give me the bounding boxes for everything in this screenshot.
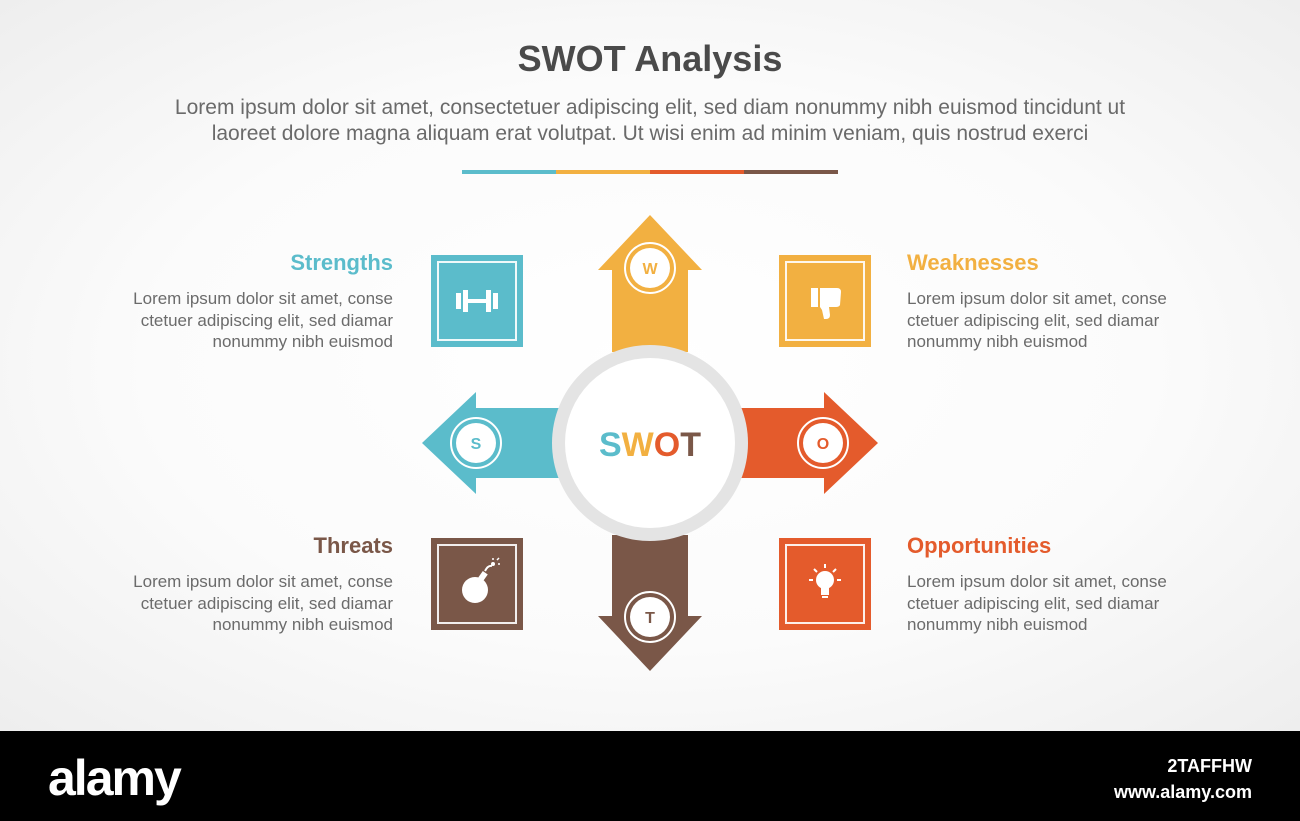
thumbs-down-icon (811, 288, 841, 319)
threats-title: Threats (313, 533, 393, 558)
letter-s: S (471, 436, 482, 453)
threats-icon-box (431, 538, 523, 630)
divider-strengths (462, 170, 556, 174)
divider-threats (744, 170, 838, 174)
image-id: 2TAFFHW (1167, 756, 1252, 776)
threats-body: Lorem ipsum dolor sit amet, conse ctetue… (93, 571, 393, 636)
letter-badge-t (624, 591, 676, 643)
divider-weaknesses (556, 170, 650, 174)
slide: SWOT Analysis Lorem ipsum dolor sit amet… (0, 0, 1300, 731)
divider-opportunities (650, 170, 744, 174)
page-title: SWOT Analysis (517, 38, 783, 79)
bomb-icon (462, 557, 500, 603)
footer-bar: alamy 2TAFFHW www.alamy.com (0, 731, 1300, 821)
subtitle-line-1: Lorem ipsum dolor sit amet, consectetuer… (174, 96, 1126, 119)
strengths-line-3: nonummy nibh euismod (212, 332, 393, 351)
strengths-line-1: Lorem ipsum dolor sit amet, conse (133, 289, 393, 308)
center-letter-t: T (680, 426, 701, 464)
page-subtitle: Lorem ipsum dolor sit amet, consectetuer… (90, 95, 1210, 147)
opportunities-line-1: Lorem ipsum dolor sit amet, conse (907, 572, 1167, 591)
opportunities-icon-box (779, 538, 871, 630)
opportunities-line-2: ctetuer adipiscing elit, sed diamar (907, 593, 1160, 613)
alamy-logo: alamy (48, 750, 182, 806)
weaknesses-icon-box (779, 255, 871, 347)
letter-badge-o (797, 417, 849, 469)
dumbbell-icon (456, 290, 498, 312)
center-swot-label: SWOT (599, 426, 701, 464)
opportunities-line-3: nonummy nibh euismod (907, 615, 1088, 634)
weaknesses-body: Lorem ipsum dolor sit amet, conse ctetue… (907, 288, 1207, 353)
center-circle (565, 358, 735, 528)
letter-badge-s (450, 417, 502, 469)
center-letter-s: S (599, 426, 622, 464)
center-letter-w: W (622, 426, 655, 464)
strengths-body: Lorem ipsum dolor sit amet, conse ctetue… (93, 288, 393, 353)
letter-o: O (817, 436, 829, 453)
threats-line-2: ctetuer adipiscing elit, sed diamar (140, 593, 393, 613)
weaknesses-line-1: Lorem ipsum dolor sit amet, conse (907, 289, 1167, 308)
center-letter-o: O (654, 426, 680, 464)
strengths-line-2: ctetuer adipiscing elit, sed diamar (140, 310, 393, 330)
swot-diagram: W S O T SWOT (422, 215, 878, 671)
site-url: www.alamy.com (1113, 782, 1252, 802)
letter-w: W (642, 261, 658, 278)
weaknesses-line-2: ctetuer adipiscing elit, sed diamar (907, 310, 1160, 330)
image-id-block: 2TAFFHW www.alamy.com (1114, 753, 1252, 805)
strengths-title: Strengths (290, 250, 393, 275)
strengths-icon-box (431, 255, 523, 347)
threats-line-3: nonummy nibh euismod (212, 615, 393, 634)
subtitle-line-2: laoreet dolore magna aliquam erat volutp… (211, 122, 1089, 145)
opportunities-body: Lorem ipsum dolor sit amet, conse ctetue… (907, 571, 1207, 636)
weaknesses-line-3: nonummy nibh euismod (907, 332, 1088, 351)
letter-badge-w (624, 242, 676, 294)
threats-line-1: Lorem ipsum dolor sit amet, conse (133, 572, 393, 591)
letter-t: T (645, 610, 655, 627)
lightbulb-icon (809, 564, 841, 598)
opportunities-title: Opportunities (907, 533, 1052, 558)
weaknesses-title: Weaknesses (907, 250, 1039, 275)
